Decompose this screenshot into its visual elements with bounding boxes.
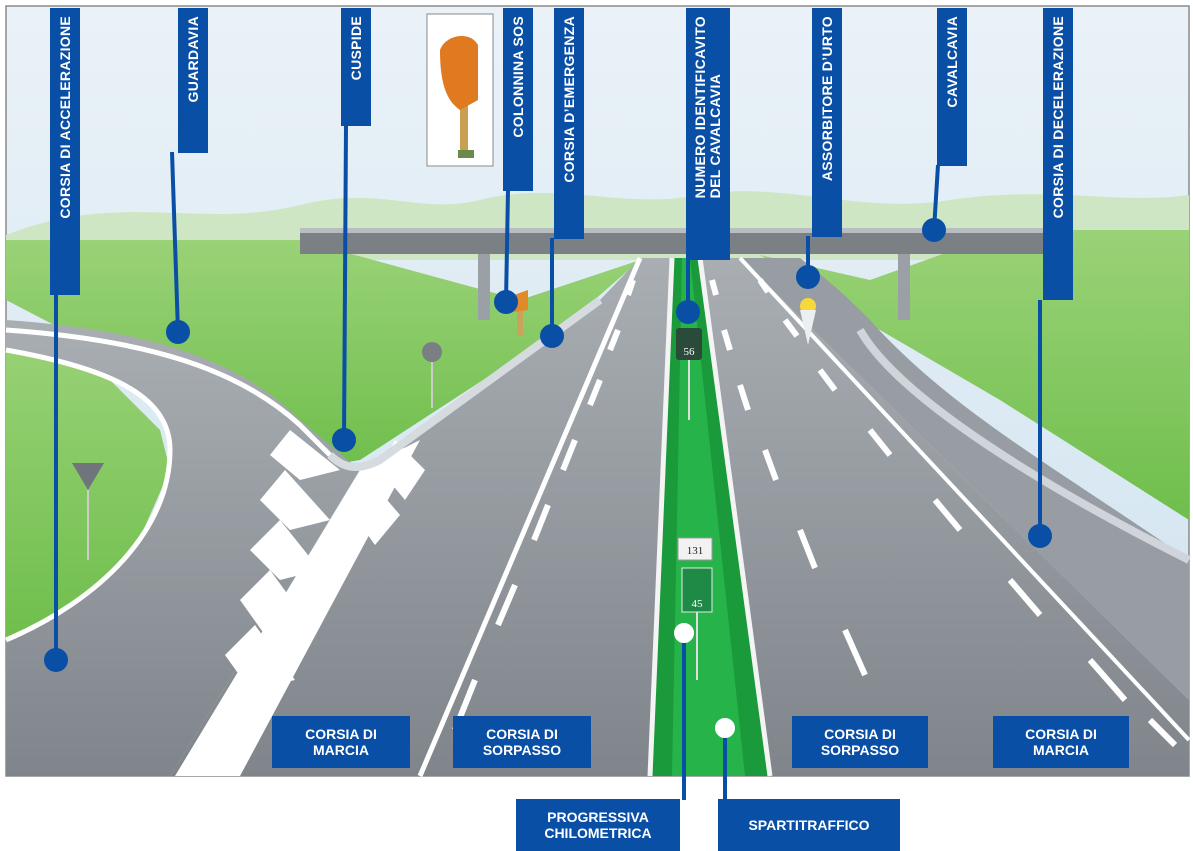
label-corsia-accelerazione: CORSIA DI ACCELERAZIONE (50, 8, 80, 295)
road-number-text: 131 (687, 545, 704, 557)
label-corsia-marcia-right: CORSIA DI MARCIA (993, 716, 1129, 768)
overpass-sign (676, 328, 702, 360)
label-corsia-emergenza: CORSIA D’EMERGENZA (554, 8, 584, 239)
label-corsia-decelerazione: CORSIA DI DECELERAZIONE (1043, 8, 1073, 300)
label-progressiva-chilometrica: PROGRESSIVA CHILOMETRICA (516, 799, 680, 851)
label-corsia-marcia-left: CORSIA DI MARCIA (272, 716, 410, 768)
label-corsia-sorpasso-right: CORSIA DI SORPASSO (792, 716, 928, 768)
label-spartitraffico: SPARTITRAFFICO (718, 799, 900, 851)
right-grass (760, 230, 1189, 520)
road-number-sign (677, 537, 713, 561)
acceleration-ramp (6, 320, 360, 776)
deceleration-ramp (740, 258, 1189, 700)
label-cavalcavia: CAVALCAVIA (937, 8, 967, 166)
label-cuspide: CUSPIDE (341, 8, 371, 126)
overpass-deck (300, 232, 1060, 254)
km-sign (681, 567, 713, 613)
label-colonnina-sos: COLONNINA SOS (503, 8, 533, 191)
right-carriageway (700, 258, 1189, 776)
left-lane-dashes (452, 279, 636, 732)
sos-column (517, 295, 523, 335)
label-corsia-sorpasso-left: CORSIA DI SORPASSO (453, 716, 591, 768)
label-assorbitore-urto: ASSORBITORE D’URTO (812, 8, 842, 237)
gore-chevrons (175, 430, 425, 776)
right-lane-dashes (709, 278, 1178, 767)
km-number-text: 45 (692, 598, 704, 610)
pointer-lines (44, 124, 1052, 800)
overpass-number-text: 56 (684, 346, 696, 358)
label-guardavia: GUARDAVIA (178, 8, 208, 153)
